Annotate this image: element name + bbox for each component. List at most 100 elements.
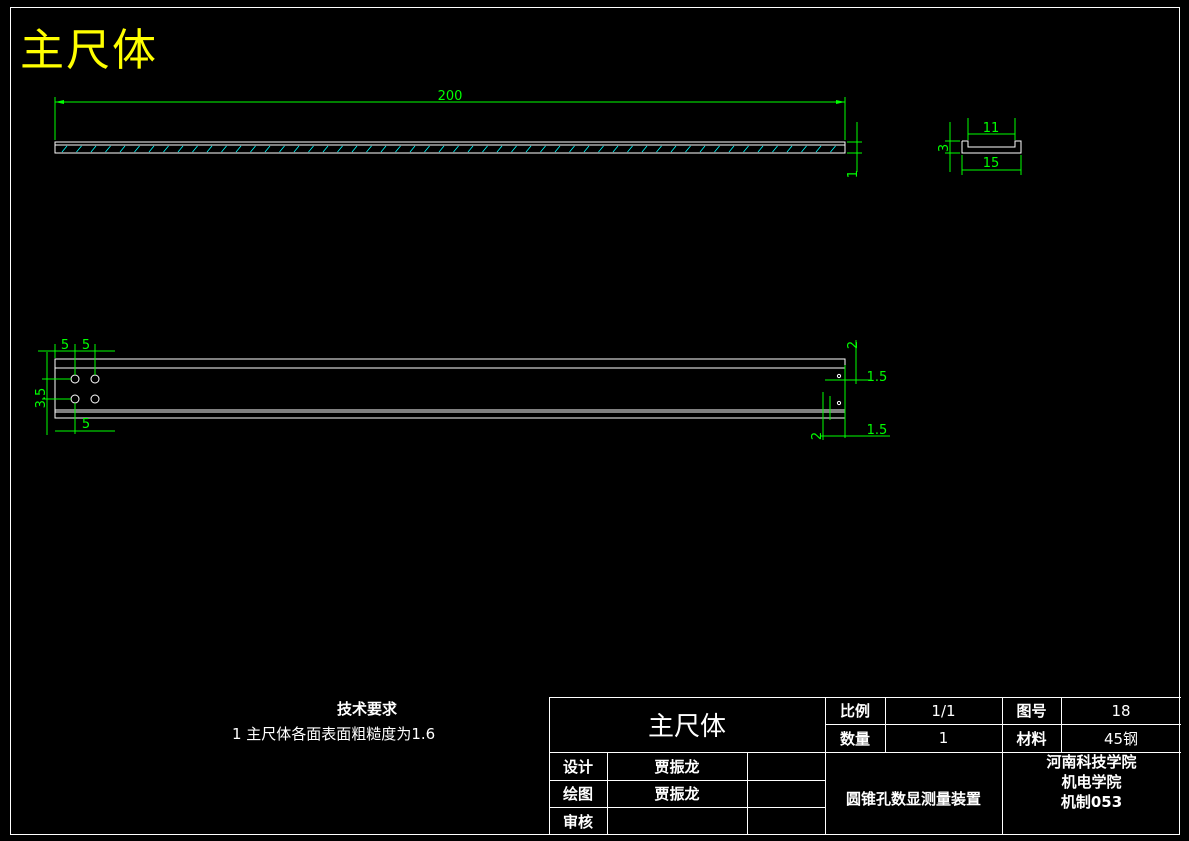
hatch-stroke bbox=[438, 145, 445, 153]
hatch-stroke bbox=[380, 145, 387, 153]
tb-scale-label: 比例 bbox=[839, 702, 870, 720]
hatch-stroke bbox=[554, 145, 561, 153]
hatch-stroke bbox=[308, 145, 314, 153]
hatch-stroke bbox=[221, 145, 227, 153]
tb-school-2: 机电学院 bbox=[1061, 773, 1122, 791]
dim-length-text: 200 bbox=[438, 89, 463, 104]
section-profile bbox=[961, 140, 1022, 154]
tb-drawing-no-value: 18 bbox=[1111, 701, 1131, 720]
hatch-stroke bbox=[235, 145, 242, 153]
hatch-stroke bbox=[496, 145, 503, 153]
hatch-stroke bbox=[134, 145, 140, 153]
hatch-stroke bbox=[670, 145, 677, 153]
tb-draw-name: 贾振龙 bbox=[654, 785, 700, 803]
hole-small-top bbox=[836, 373, 842, 379]
dim-right-offset-top-text: 1.5 bbox=[867, 370, 888, 385]
hatch-stroke bbox=[148, 145, 155, 153]
dim-hole-pitch-b: 5 bbox=[82, 338, 90, 353]
hatch-stroke bbox=[772, 145, 778, 153]
dim-right-top-text: 2 bbox=[846, 341, 861, 349]
hatch-stroke bbox=[337, 145, 343, 153]
tb-material-label: 材料 bbox=[1016, 729, 1047, 748]
hatch-stroke bbox=[206, 145, 213, 153]
hatch-stroke bbox=[293, 145, 300, 153]
hole-small-bot bbox=[836, 400, 842, 406]
hatch-stroke bbox=[366, 145, 372, 153]
hatch-stroke bbox=[815, 145, 822, 153]
hatch-stroke bbox=[743, 145, 749, 153]
hatch-stroke bbox=[424, 145, 430, 153]
hatch-stroke bbox=[685, 145, 691, 153]
dim-sec-11-text: 11 bbox=[983, 121, 1000, 136]
dim-sec-3-text: 3 bbox=[937, 144, 952, 152]
hatch-stroke bbox=[351, 145, 358, 153]
hatch-stroke bbox=[192, 145, 198, 153]
hatch-stroke bbox=[627, 145, 633, 153]
hatch-stroke bbox=[569, 145, 575, 153]
hatch-stroke bbox=[279, 145, 285, 153]
hatch-stroke bbox=[61, 145, 68, 153]
dim-right-offset-bot-text: 1.5 bbox=[867, 423, 888, 438]
arrow-right bbox=[836, 100, 845, 104]
tb-part-name: 主尺体 bbox=[647, 712, 726, 742]
hatch-stroke bbox=[453, 145, 459, 153]
title-block: 主尺体 比例 1/1 图号 18 数量 1 材料 45钢 设计 贾振龙 绘图 贾… bbox=[549, 697, 1181, 835]
hatch-stroke bbox=[757, 145, 764, 153]
tb-school-1: 河南科技学院 bbox=[1046, 753, 1137, 771]
section-view: 11 15 3 bbox=[937, 118, 1022, 175]
hatch-stroke bbox=[728, 145, 735, 153]
hole-1 bbox=[70, 374, 80, 384]
hatch-stroke bbox=[598, 145, 604, 153]
hatch-stroke bbox=[322, 145, 329, 153]
hatch-stroke bbox=[163, 145, 169, 153]
hatch-stroke bbox=[612, 145, 619, 153]
tb-project: 圆锥孔数显测量装置 bbox=[845, 790, 981, 808]
tb-quantity-label: 数量 bbox=[839, 729, 870, 748]
hatch-stroke bbox=[801, 145, 807, 153]
tb-material-value: 45钢 bbox=[1103, 729, 1139, 748]
tb-review-label: 审核 bbox=[562, 812, 593, 831]
dim-hole-edge-text: 5 bbox=[82, 417, 90, 432]
hole-3 bbox=[70, 394, 80, 404]
hatch-stroke bbox=[395, 145, 401, 153]
dim-right-bot-text: 2 bbox=[810, 432, 825, 440]
tech-line-1: 1 主尺体各面表面粗糙度为1.6 bbox=[232, 725, 436, 743]
hatch-stroke bbox=[714, 145, 720, 153]
tb-review-name bbox=[607, 807, 747, 835]
hatch-pattern bbox=[61, 145, 836, 153]
hole-2 bbox=[90, 374, 100, 384]
hatch-stroke bbox=[511, 145, 517, 153]
drawing-title: 主尺体 bbox=[20, 25, 158, 76]
dim-hole-vert-text: 3.5 bbox=[34, 388, 49, 409]
hatch-stroke bbox=[482, 145, 488, 153]
hatch-stroke bbox=[786, 145, 793, 153]
tb-scale-value: 1/1 bbox=[931, 701, 956, 720]
dim-hole-pitch-a: 5 bbox=[61, 338, 69, 353]
hatch-stroke bbox=[90, 145, 97, 153]
tb-school: 河南科技学院 机电学院 机制053 bbox=[1002, 752, 1181, 835]
dim-sec-15-text: 15 bbox=[983, 156, 1000, 171]
plan-view: 5 5 3.5 5 2 1.5 2 1.5 bbox=[34, 338, 890, 440]
tb-school-3: 机制053 bbox=[1060, 793, 1123, 811]
hatch-stroke bbox=[583, 145, 590, 153]
hatch-stroke bbox=[250, 145, 256, 153]
hatch-stroke bbox=[76, 145, 82, 153]
hatch-stroke bbox=[177, 145, 184, 153]
hatch-stroke bbox=[540, 145, 546, 153]
tb-drawing-no-label: 图号 bbox=[1016, 702, 1047, 720]
hatch-stroke bbox=[525, 145, 532, 153]
hatch-stroke bbox=[105, 145, 111, 153]
tb-design-label: 设计 bbox=[562, 757, 593, 776]
hatch-stroke bbox=[656, 145, 662, 153]
hatch-stroke bbox=[467, 145, 474, 153]
tech-heading: 技术要求 bbox=[336, 700, 397, 718]
dim-thk-text: 1 bbox=[846, 170, 861, 178]
hole-4 bbox=[90, 394, 100, 404]
tb-design-name: 贾振龙 bbox=[654, 757, 700, 776]
bar-outline bbox=[54, 141, 846, 154]
tb-quantity-value: 1 bbox=[938, 729, 949, 747]
front-view: 200 1 bbox=[54, 89, 862, 178]
hatch-stroke bbox=[699, 145, 706, 153]
tb-draw-label: 绘图 bbox=[562, 785, 593, 803]
